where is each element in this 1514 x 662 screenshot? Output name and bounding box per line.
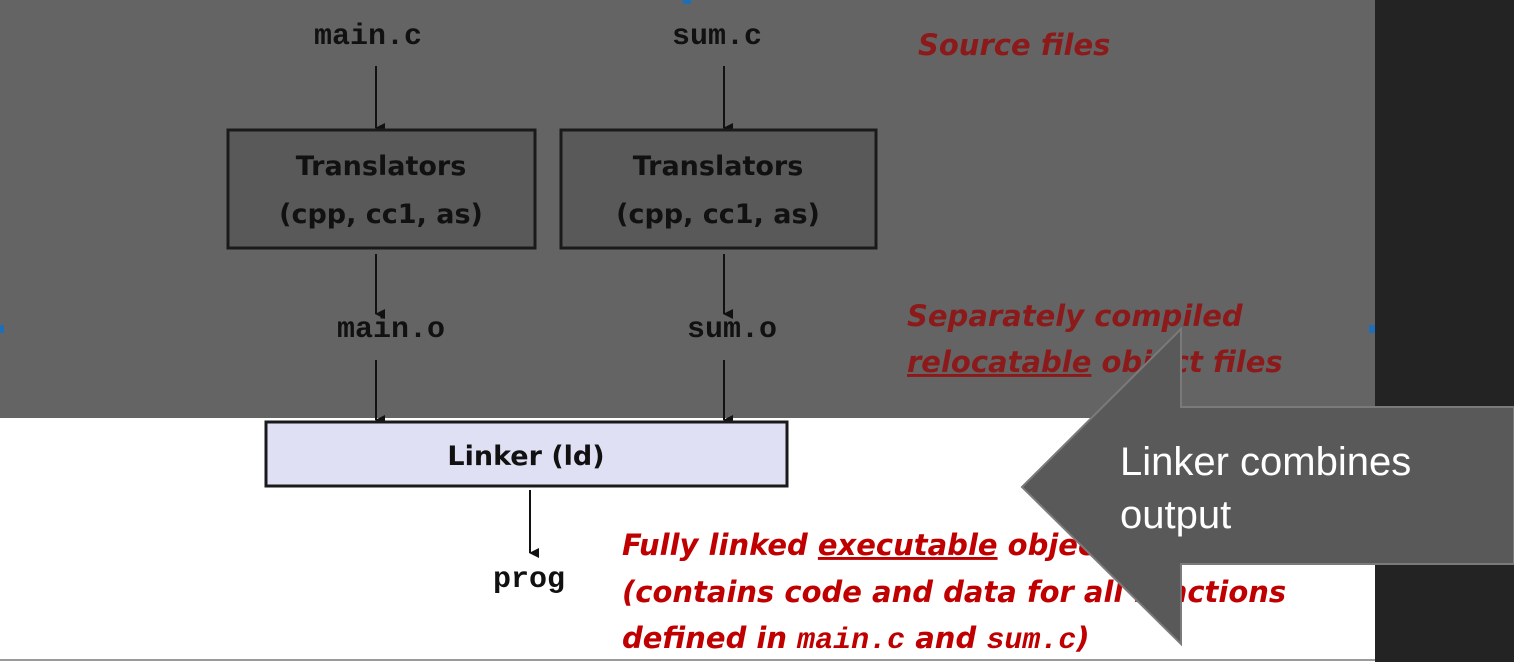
selection-handle[interactable] (0, 325, 4, 333)
translator-box-main (226, 128, 537, 250)
defined-in-a: defined in (622, 621, 797, 655)
callout-line1: Linker combines (1120, 440, 1411, 484)
translator-sum-line1: Translators (633, 151, 804, 182)
defined-in-sum-c: sum.c (986, 624, 1076, 658)
executable-word: executable (818, 528, 998, 562)
note-separately-compiled: Separately compiled (907, 299, 1243, 333)
translator-main-line2: (cpp, cc1, as) (279, 199, 483, 230)
fully-linked-a: Fully linked (622, 528, 818, 562)
selection-handle[interactable] (1369, 325, 1375, 333)
translator-box-sum (559, 128, 878, 250)
object-files-rest: object files (1091, 345, 1282, 379)
source-file-main: main.c (314, 20, 422, 54)
callout-arrow-shape[interactable] (1020, 326, 1514, 647)
note-defined-in: defined in main.c and sum.c) (622, 621, 1090, 658)
selection-handle[interactable] (683, 0, 691, 4)
object-file-sum: sum.o (687, 313, 777, 347)
output-file-prog: prog (493, 563, 565, 597)
linker-label: Linker (ld) (447, 441, 604, 472)
translator-main-line1: Translators (296, 151, 467, 182)
source-file-sum: sum.c (672, 20, 762, 54)
note-source-files: Source files (918, 28, 1110, 62)
note-contains-code: (contains code and data for all function… (622, 575, 1286, 609)
callout-line2: output (1120, 493, 1231, 537)
translator-sum-line2: (cpp, cc1, as) (616, 199, 820, 230)
linker-box (264, 420, 789, 488)
defined-in-and: and (905, 621, 986, 655)
object-file-main: main.o (337, 313, 445, 347)
defined-in-close: ) (1075, 621, 1089, 655)
defined-in-main-c: main.c (796, 624, 905, 658)
relocatable-word: relocatable (907, 345, 1091, 379)
note-object-files: relocatable object files (907, 345, 1283, 379)
